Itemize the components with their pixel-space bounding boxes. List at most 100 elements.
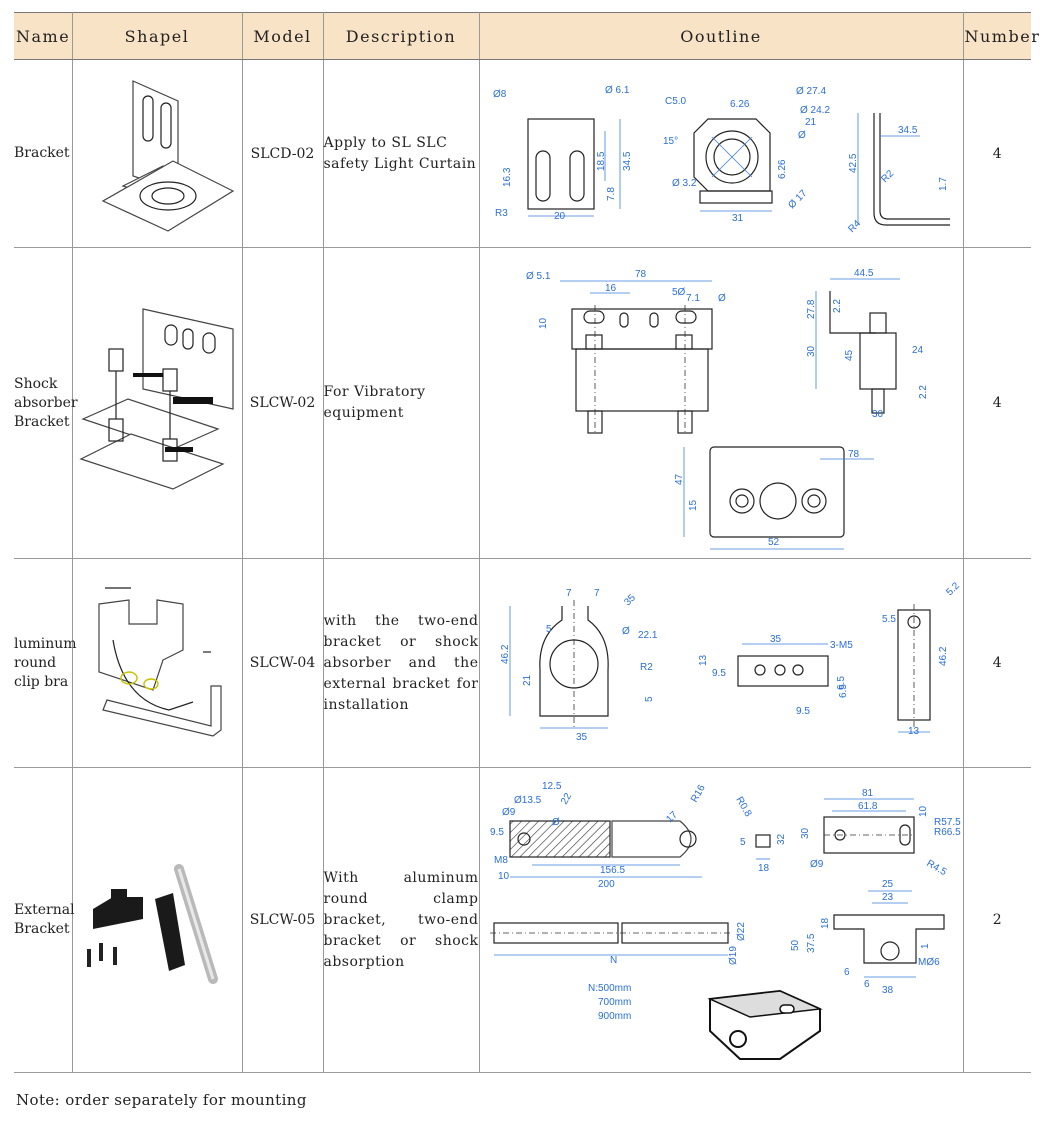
dim-label: 5.5 xyxy=(882,614,896,625)
outline-drawing-svg: Ø8 Ø 6.1 34.5 18.5 16.3 7.8 R3 20 C5.0 xyxy=(493,85,950,235)
dim-label: 46.2 xyxy=(938,646,949,666)
dim-label: 34.5 xyxy=(898,125,918,136)
dim-label: 7 xyxy=(594,588,600,599)
table-row: Bracket SLCD-02 Apply to SL SLC safety L… xyxy=(14,59,1031,248)
dim-label: 6 xyxy=(844,967,850,978)
row-description: with the two-end bracket or shock absorb… xyxy=(322,558,480,768)
dim-label: 18 xyxy=(758,863,770,874)
dim-label: 61.8 xyxy=(858,801,878,812)
dim-label: R16 xyxy=(689,782,708,804)
dim-label: 15 xyxy=(688,499,699,511)
dim-label: Ø13.5 xyxy=(514,795,542,806)
dim-label: 78 xyxy=(848,449,860,460)
dim-label: Ø 5.1 xyxy=(526,271,551,282)
dim-label: Ø19 xyxy=(728,945,739,964)
row-number: 4 xyxy=(962,558,1031,768)
header-number: Number xyxy=(962,12,1039,60)
dim-label: 30 xyxy=(872,409,884,420)
header-description: Description xyxy=(322,12,480,60)
dim-label: 900mm xyxy=(598,1011,631,1022)
header-outline: Ooutline xyxy=(478,12,964,60)
dim-label: 21 xyxy=(805,117,817,128)
dim-label: R2 xyxy=(879,167,896,184)
row-number: 4 xyxy=(962,59,1031,248)
row-description: Apply to SL SLC safety Light Curtain xyxy=(322,59,480,248)
dim-label: 10 xyxy=(538,317,549,329)
dim-label: 16.3 xyxy=(502,167,513,187)
shape-image xyxy=(71,558,243,768)
dim-label: Ø 24.2 xyxy=(800,105,830,116)
dim-label: 7.1 xyxy=(686,293,700,304)
dim-label: Ø 17 xyxy=(786,187,809,210)
dim-label: Ø xyxy=(798,130,806,141)
dim-label: 78 xyxy=(635,269,647,280)
dim-label: 5Ø xyxy=(672,287,686,298)
dim-label: 35 xyxy=(576,732,588,743)
dim-label: 21 xyxy=(522,674,533,686)
dim-label: 52 xyxy=(768,537,780,548)
dim-label: 7 xyxy=(566,588,572,599)
row-number: 2 xyxy=(962,767,1031,1073)
dim-label: 27.8 xyxy=(806,299,817,319)
outline-drawing-svg: Ø 5.1 78 16 5Ø 7.1 Ø 10 44.5 27.8 xyxy=(526,268,929,549)
dim-label: 81 xyxy=(862,788,874,799)
dim-label: 18 xyxy=(820,917,831,929)
dim-label: 32 xyxy=(776,833,787,845)
row-name: Bracket xyxy=(14,59,73,248)
dim-label: 200 xyxy=(598,879,615,890)
dim-label: R57.5 xyxy=(934,817,961,828)
dim-label: 38 xyxy=(882,985,894,996)
row-name: luminum round clip bra xyxy=(14,558,77,768)
dim-label: 42.5 xyxy=(848,153,859,173)
dim-label: 6.5 xyxy=(838,683,849,697)
dim-label: 156.5 xyxy=(600,865,625,876)
row-number: 4 xyxy=(962,247,1031,559)
row-model: SLCW-02 xyxy=(241,247,324,559)
dim-label: N xyxy=(610,955,617,966)
outline-drawing: Ø 5.1 78 16 5Ø 7.1 Ø 10 44.5 27.8 xyxy=(478,247,964,559)
outline-drawing: 12.5 Ø13.5 Ø9 22 9.5 Ø R16 17 M8 156.5 1… xyxy=(478,767,964,1073)
dim-label: 9.5 xyxy=(490,827,504,838)
header-shape: Shapel xyxy=(71,12,243,60)
dim-label: 24 xyxy=(912,345,924,356)
dim-label: N:500mm xyxy=(588,983,631,994)
dim-label: 22.1 xyxy=(638,630,658,641)
dim-label: 45 xyxy=(844,349,855,361)
outline-drawing-svg: 12.5 Ø13.5 Ø9 22 9.5 Ø R16 17 M8 156.5 1… xyxy=(489,781,961,1060)
dim-label: 12.5 xyxy=(542,781,562,792)
dim-label: Ø xyxy=(552,817,560,828)
bracket-illustration xyxy=(101,79,234,232)
dim-label: 1 xyxy=(920,943,931,949)
dim-label: 25 xyxy=(882,879,894,890)
dim-label: 6.5 xyxy=(836,675,847,689)
dim-label: 2.2 xyxy=(918,384,929,398)
header-model: Model xyxy=(241,12,324,60)
dim-label: 2.2 xyxy=(832,298,843,312)
dim-label: 50 xyxy=(790,939,801,951)
shape-image xyxy=(71,247,243,559)
dim-label: 7.8 xyxy=(606,186,617,200)
dim-label: 3-M5 xyxy=(830,640,853,651)
dim-label: 1.7 xyxy=(938,176,949,190)
row-name: Shock absorber Bracket xyxy=(14,247,78,559)
dim-label: Ø22 xyxy=(736,921,747,940)
note-text: Note: order separately for mounting xyxy=(16,1091,307,1109)
dim-label: 46.2 xyxy=(500,644,511,664)
dim-label: 34.5 xyxy=(622,151,633,171)
dim-label: 47 xyxy=(674,473,685,485)
dim-label: 10 xyxy=(498,871,510,882)
header-name: Name xyxy=(14,12,73,60)
dim-label: 13 xyxy=(698,654,709,666)
dim-label: Ø9 xyxy=(810,859,824,870)
dim-label: 6.26 xyxy=(777,159,788,179)
row-description: With aluminum round clamp bracket, two-e… xyxy=(322,767,480,1073)
dim-label: 5 xyxy=(644,696,655,702)
dim-label: 9.5 xyxy=(796,706,810,717)
dim-label: Ø 3.2 xyxy=(672,178,697,189)
dim-label: 31 xyxy=(732,213,744,224)
table-row: Shock absorber Bracket xyxy=(14,247,1031,559)
dim-label: R0.8 xyxy=(733,795,753,819)
dim-label: MØ6 xyxy=(918,957,940,968)
dim-label: C5.0 xyxy=(665,96,687,107)
dim-label: Ø xyxy=(718,293,726,304)
